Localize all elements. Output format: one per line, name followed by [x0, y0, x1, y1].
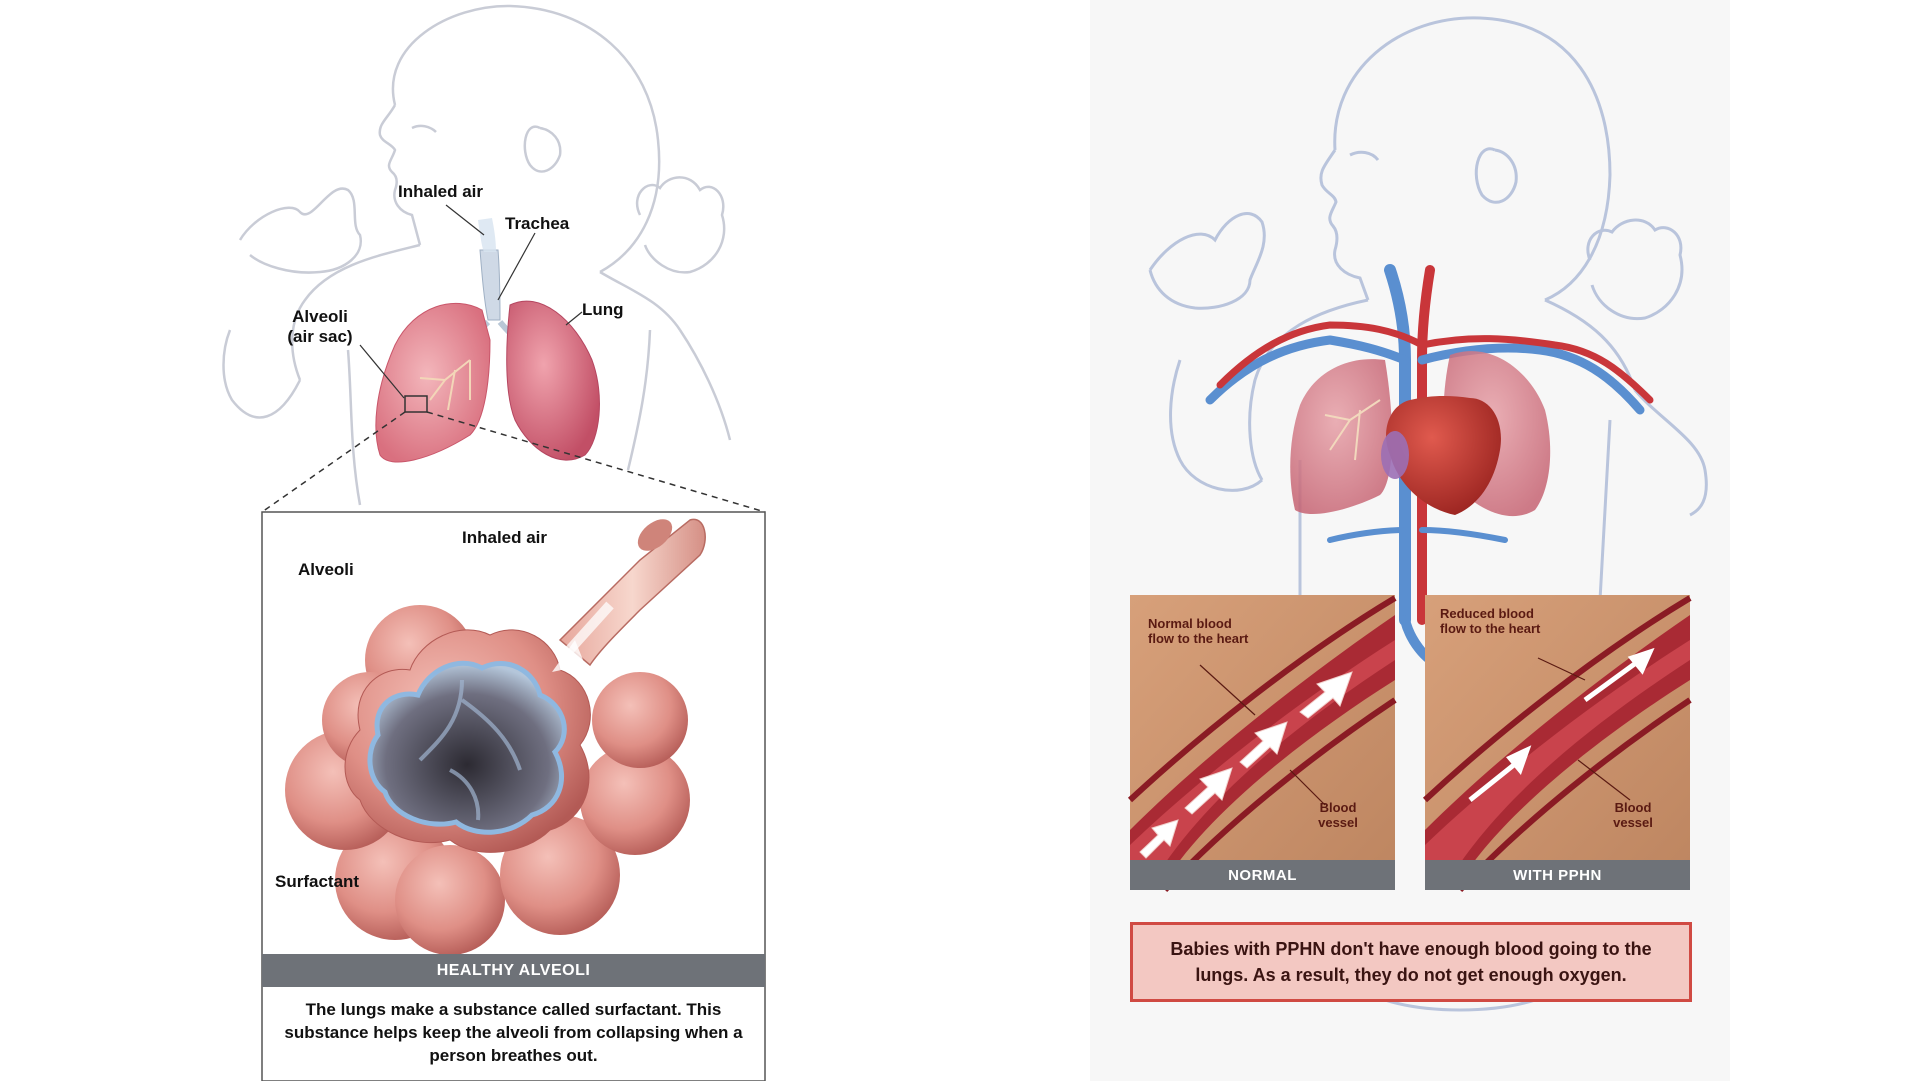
pphn-caption: Babies with PPHN don't have enough blood… — [1130, 922, 1692, 1002]
label-alveoli-air-sac: Alveoli (air sac) — [287, 307, 353, 346]
label-normal-blood-flow: Normal blood flow to the heart — [1148, 616, 1249, 646]
left-lung-left — [375, 302, 491, 463]
right-lung-left — [506, 300, 600, 461]
pphn-flow-arrows — [1468, 647, 1655, 802]
healthy-alveoli-title: HEALTHY ALVEOLI — [262, 954, 765, 987]
normal-panel-title: NORMAL — [1130, 860, 1395, 890]
alveoli-cluster — [285, 518, 706, 955]
left-caption: The lungs make a substance called surfac… — [284, 1000, 743, 1065]
label-blood-vessel-normal: Blood vessel — [1318, 800, 1358, 830]
bronchi-right — [1324, 399, 1381, 461]
label-lung: Lung — [582, 300, 624, 319]
label-blood-vessel-pphn: Blood vessel — [1613, 800, 1653, 830]
label-inhaled-air: Inhaled air — [398, 182, 484, 201]
leader-lines-right — [1199, 657, 1631, 806]
label-reduced-blood-flow: Reduced blood flow to the heart — [1440, 606, 1541, 636]
label-inhaled-air-inset: Inhaled air — [462, 528, 548, 547]
label-alveoli: Alveoli — [298, 560, 354, 579]
bronchi-left — [419, 359, 471, 411]
alveoli-zoom-box — [404, 395, 428, 413]
label-surfactant: Surfactant — [275, 872, 360, 891]
label-trachea: Trachea — [505, 214, 570, 233]
heart-atrium — [1381, 431, 1409, 479]
baby-outline-left — [222, 4, 732, 506]
right-lung-right — [1290, 359, 1392, 515]
pphn-panel — [1422, 595, 1692, 893]
blood-vessels-right — [1205, 264, 1654, 670]
normal-flow-arrows — [1139, 671, 1353, 859]
heart — [1386, 395, 1501, 515]
pphn-panel-title: WITH PPHN — [1425, 860, 1690, 890]
